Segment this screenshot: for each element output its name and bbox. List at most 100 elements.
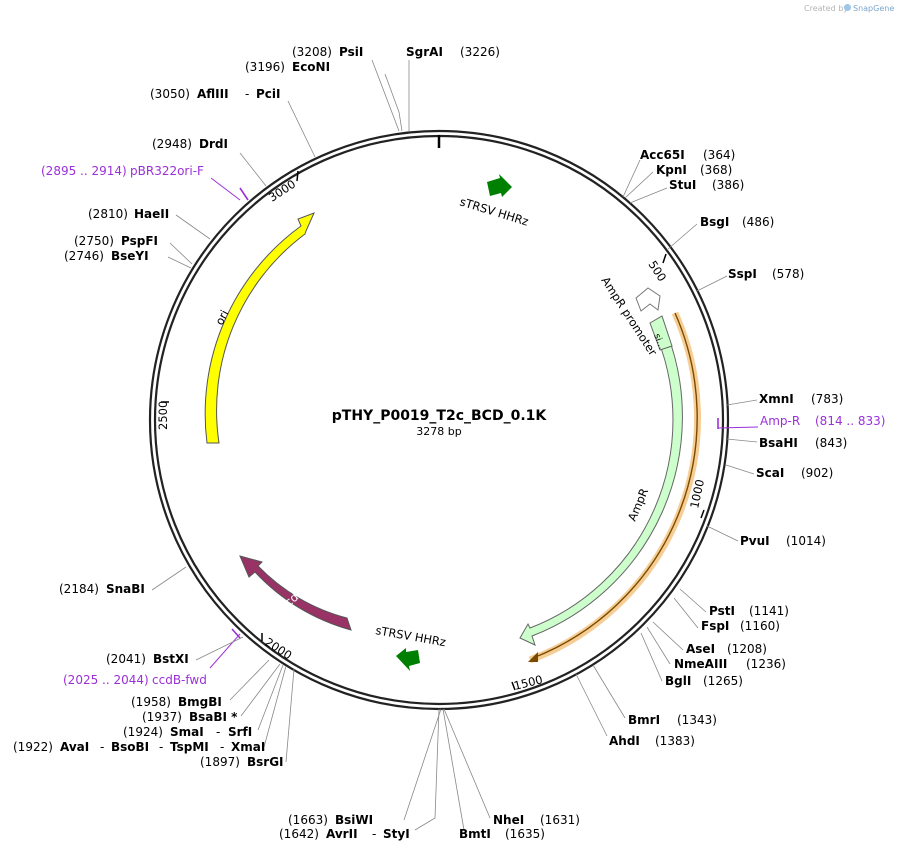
tick-label-1500: 1500 <box>512 672 544 693</box>
ori-label: ori <box>212 308 231 328</box>
terminator-bottom-label: sTRSV HHRz <box>374 623 447 649</box>
primer-pbr322-name[interactable]: pBR322ori-F <box>130 164 204 178</box>
site-scai-name[interactable]: ScaI <box>756 466 784 480</box>
site-tspmi-name[interactable]: TspMI <box>170 740 209 754</box>
site-bmri-pos: (1343) <box>677 713 717 727</box>
amp-r-primer-arrowhead <box>528 652 538 662</box>
site-psii-pos: (3208) <box>292 45 332 59</box>
site-fspi-name[interactable]: FspI <box>701 619 729 633</box>
site-xmni-pos: (783) <box>811 392 843 406</box>
site-bsabi-name[interactable]: BsaBI * <box>189 710 238 724</box>
site-smai-sep: - <box>216 725 220 739</box>
primer-amp-r-leader <box>717 426 759 429</box>
site-nhei-name[interactable]: NheI <box>493 813 524 827</box>
ampr-promoter-label: AmpR promoter <box>598 274 660 358</box>
site-avai-sep3: - <box>220 740 224 754</box>
site-bsrgi-pos: (1897) <box>200 755 240 769</box>
primer-amp-r-range: (814 .. 833) <box>815 414 885 428</box>
site-bgli-name[interactable]: BglI <box>665 674 691 688</box>
site-bstxi-pos: (2041) <box>106 652 146 666</box>
site-bseyi-name[interactable]: BseYI <box>111 249 149 263</box>
signal-feature[interactable] <box>649 315 673 351</box>
site-bsiwi-name[interactable]: BsiWI <box>335 813 373 827</box>
site-smai-name[interactable]: SmaI <box>170 725 204 739</box>
site-psii-name[interactable]: PsiI <box>339 45 363 59</box>
site-afliii-pos: (3050) <box>150 87 190 101</box>
site-srfi-name[interactable]: SrfI <box>228 725 252 739</box>
site-psti-name[interactable]: PstI <box>709 604 735 618</box>
site-afliii-name[interactable]: AflIII <box>197 87 229 101</box>
site-snabi-pos: (2184) <box>59 582 99 596</box>
site-avrii-name[interactable]: AvrII <box>326 827 358 841</box>
site-econi-pos: (3196) <box>245 60 285 74</box>
site-bsahi-pos: (843) <box>815 436 847 450</box>
site-econi-name[interactable]: EcoNI <box>292 60 330 74</box>
primer-ccdb-name[interactable]: ccdB-fwd <box>152 673 207 687</box>
primer-pbr322-leader <box>210 177 241 201</box>
site-avrii-pos: (1642) <box>279 827 319 841</box>
primer-pbr322-marker <box>239 187 249 201</box>
site-xmai-name[interactable]: XmaI <box>231 740 265 754</box>
ampr-feature[interactable] <box>519 332 683 646</box>
site-kpni-name[interactable]: KpnI <box>656 163 687 177</box>
site-scai-pos: (902) <box>801 466 833 480</box>
terminator-top-arrow[interactable] <box>487 174 512 197</box>
site-styi-name[interactable]: StyI <box>383 827 410 841</box>
site-acc65i-name[interactable]: Acc65I <box>640 148 685 162</box>
site-avai-sep2: - <box>159 740 163 754</box>
terminator-top-label: sTRSV HHRz <box>458 194 530 228</box>
amp-r-primer-line <box>532 312 698 659</box>
primer-amp-r-name[interactable]: Amp-R <box>760 414 800 428</box>
terminator-bottom-arrow[interactable] <box>396 648 420 671</box>
site-pvui-pos: (1014) <box>786 534 826 548</box>
site-psti-pos: (1141) <box>749 604 789 618</box>
site-bsrgi-name[interactable]: BsrGI <box>247 755 284 769</box>
site-leader-lines <box>151 59 758 831</box>
plasmid-size: 3278 bp <box>416 425 461 438</box>
credit-created-by: Created by <box>804 4 848 13</box>
site-bsahi-name[interactable]: BsaHI <box>759 436 798 450</box>
snapgene-logo-icon <box>844 4 851 11</box>
site-bgli-pos: (1265) <box>703 674 743 688</box>
site-pspfi-name[interactable]: PspFI <box>121 234 158 248</box>
site-smai-pos: (1924) <box>123 725 163 739</box>
site-drdi-name[interactable]: DrdI <box>199 137 228 151</box>
site-drdi-pos: (2948) <box>152 137 192 151</box>
site-pvui-name[interactable]: PvuI <box>740 534 770 548</box>
site-bmgbi-name[interactable]: BmgBI <box>178 695 222 709</box>
plasmid-name: pTHY_P0019_T2c_BCD_0.1K <box>332 408 548 424</box>
tick-label-2000: 2000 <box>262 635 294 663</box>
site-haeii-name[interactable]: HaeII <box>134 207 169 221</box>
tick-label-3000: 3000 <box>266 177 298 205</box>
site-bmti-name[interactable]: BmtI <box>459 827 491 841</box>
site-asei-name[interactable]: AseI <box>686 642 715 656</box>
site-sgrai-pos: (3226) <box>460 45 500 59</box>
site-bsiwi-pos: (1663) <box>288 813 328 827</box>
site-avai-name[interactable]: AvaI <box>60 740 89 754</box>
site-ahdi-name[interactable]: AhdI <box>609 734 640 748</box>
site-bsgi-name[interactable]: BsgI <box>700 215 729 229</box>
tick-label-500: 500 <box>645 258 669 284</box>
site-bmri-name[interactable]: BmrI <box>628 713 660 727</box>
site-afliii-sep: - <box>245 87 249 101</box>
site-bmti-pos: (1635) <box>505 827 545 841</box>
site-pcii-name[interactable]: PciI <box>256 87 281 101</box>
site-bseyi-pos: (2746) <box>64 249 104 263</box>
site-sgrai-name[interactable]: SgrAI <box>406 45 443 59</box>
site-bstxi-name[interactable]: BstXI <box>153 652 189 666</box>
site-xmni-name[interactable]: XmnI <box>759 392 794 406</box>
ampr-promoter-feature[interactable] <box>635 287 661 312</box>
primer-ccdb-range: (2025 .. 2044) <box>63 673 149 687</box>
site-asei-pos: (1208) <box>727 642 767 656</box>
site-nmeaiii-name[interactable]: NmeAIII <box>674 657 727 671</box>
ccdb-feature[interactable] <box>239 555 352 631</box>
ori-feature[interactable] <box>204 212 315 444</box>
site-bsobi-name[interactable]: BsoBI <box>111 740 149 754</box>
site-fspi-pos: (1160) <box>740 619 780 633</box>
site-sspi-pos: (578) <box>772 267 804 281</box>
site-sspi-name[interactable]: SspI <box>728 267 757 281</box>
site-snabi-name[interactable]: SnaBI <box>106 582 145 596</box>
site-nmeaiii-pos: (1236) <box>746 657 786 671</box>
site-stui-name[interactable]: StuI <box>669 178 696 192</box>
